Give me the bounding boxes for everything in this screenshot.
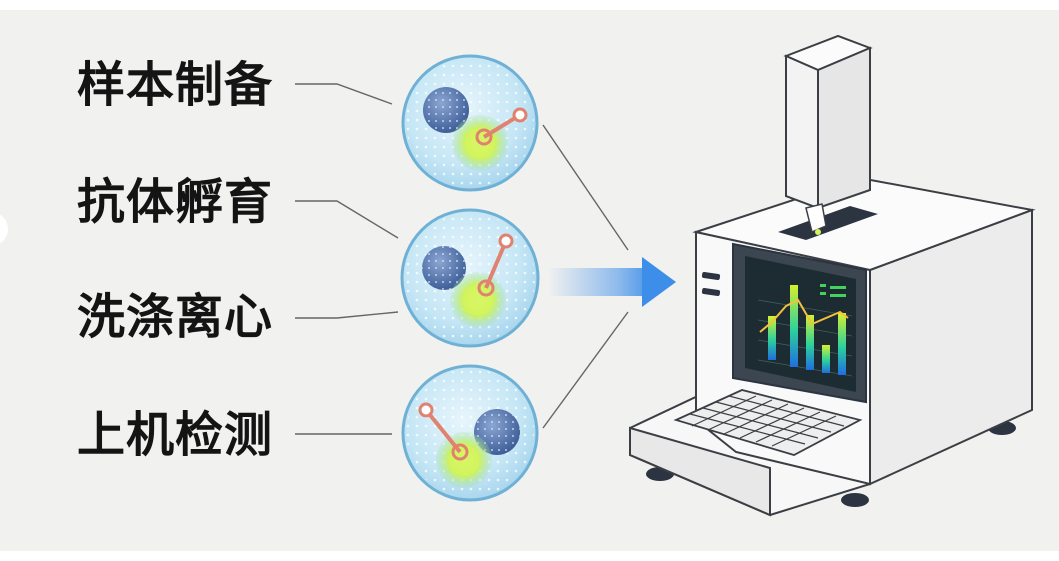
screen-bar: [806, 315, 814, 370]
label-connectors: [295, 83, 399, 435]
flow-cytometer-icon: [629, 34, 1036, 517]
step-label-wash-centrifuge: 洗涤离心: [77, 289, 274, 345]
screen-bar: [768, 316, 776, 360]
screen-trend-line: [759, 298, 849, 333]
screen-bar: [838, 313, 846, 375]
screen-bar: [822, 345, 830, 373]
converge-line: [542, 311, 629, 429]
connector-line: [295, 311, 399, 319]
arrow-right-icon: [548, 257, 676, 307]
cell-icon: [400, 208, 540, 348]
screen-chart: [757, 284, 853, 377]
converge-lines: [542, 124, 629, 429]
converge-line: [542, 124, 629, 251]
step-label-sample-prep: 样本制备: [77, 57, 274, 113]
connector-line: [295, 200, 399, 239]
side-tab: [0, 212, 8, 246]
screen-legend: [820, 284, 846, 297]
screen-bar: [790, 285, 798, 367]
step-label-antibody-incubation: 抗体孵育: [77, 174, 274, 230]
cell-icon: [401, 54, 539, 192]
cell-icon: [401, 364, 539, 502]
step-label-instrument-detection: 上机检测: [77, 407, 274, 463]
keyboard-icon: [673, 389, 863, 456]
connector-line: [295, 83, 393, 105]
